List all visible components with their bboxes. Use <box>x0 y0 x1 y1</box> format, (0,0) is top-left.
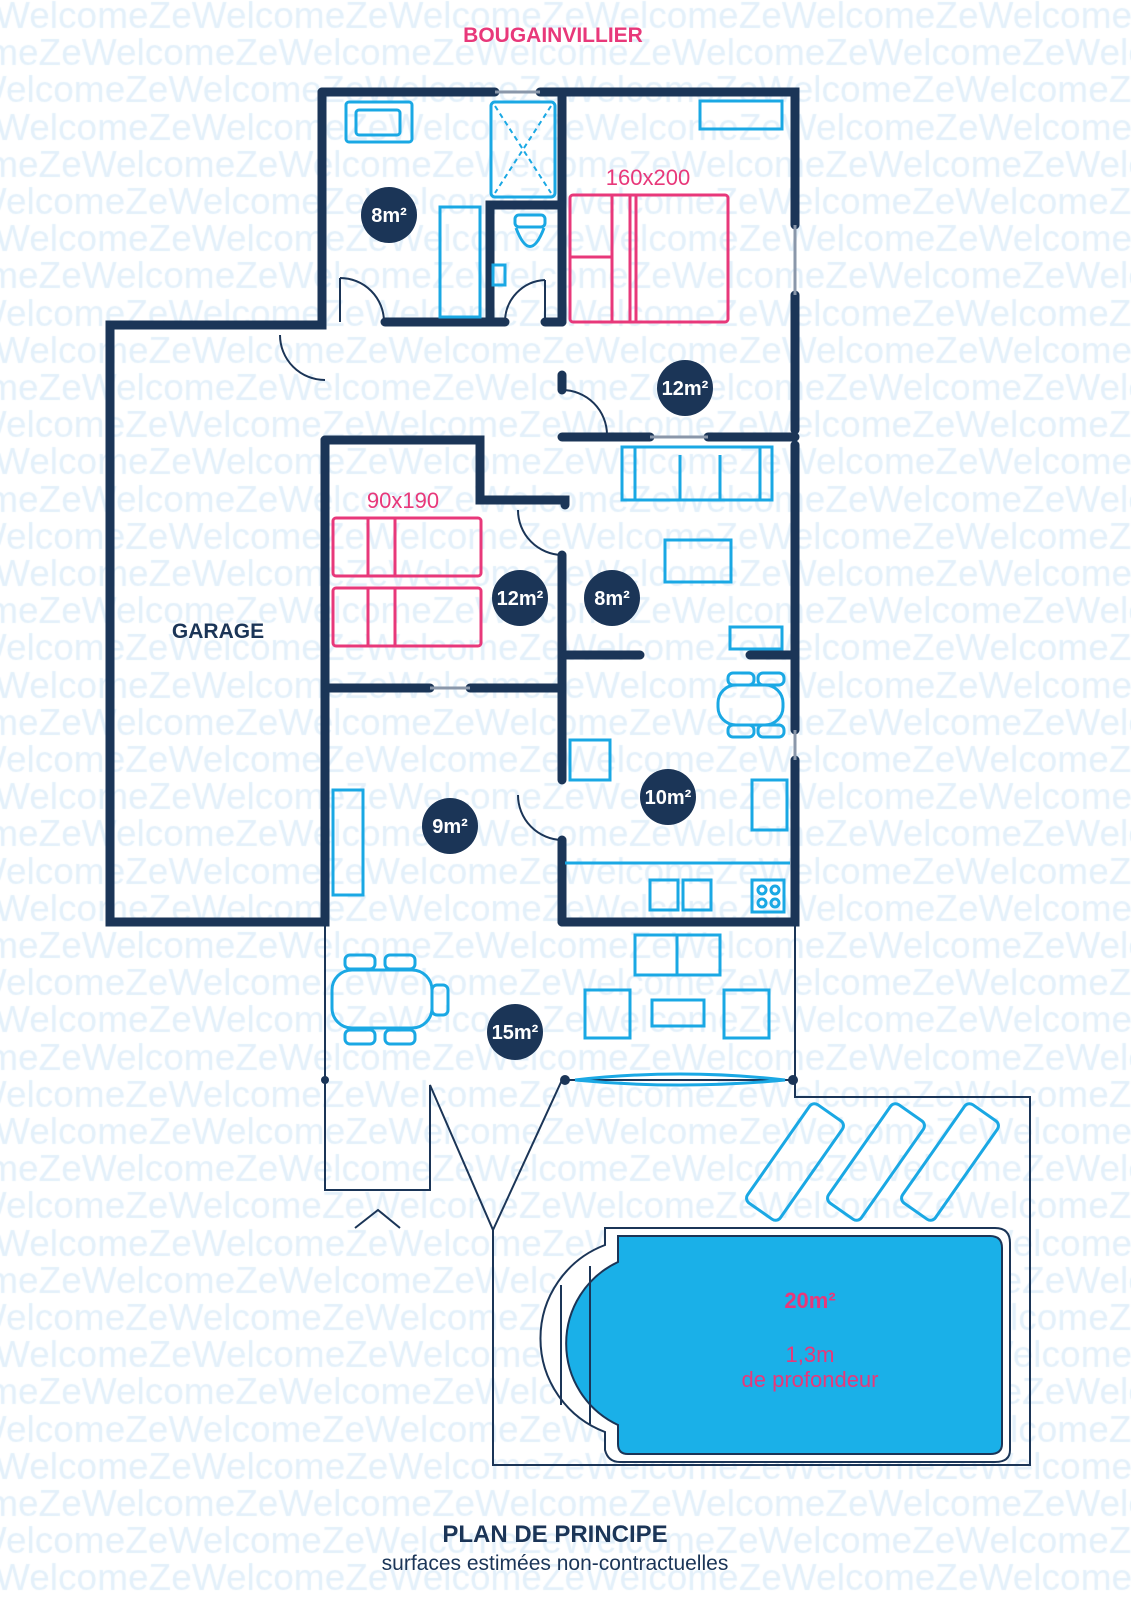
svg-text:15m²: 15m² <box>492 1022 539 1044</box>
badge-living: 8m² <box>584 570 640 626</box>
badge-bathroom: 8m² <box>361 187 417 243</box>
sink-icon <box>344 100 414 144</box>
bed-size-label: 160x200 <box>606 165 690 190</box>
beds: 160x200 90x190 <box>331 165 730 648</box>
pool: 20m² 1,3m de profondeur <box>539 1227 1011 1463</box>
shower-icon <box>489 100 557 199</box>
walls <box>105 87 800 927</box>
single-bed-2 <box>331 586 483 648</box>
svg-text:12m²: 12m² <box>497 588 544 610</box>
plan-subtitle: surfaces estimées non-contractuelles <box>382 1552 729 1575</box>
cooktop-icon <box>750 878 786 914</box>
dining-table <box>716 683 785 727</box>
sun-loungers <box>745 1102 1000 1222</box>
armchair-left <box>583 988 632 1040</box>
kitchen-unit <box>750 778 789 832</box>
badge-terrace: 15m² <box>487 1004 543 1060</box>
svg-text:12m²: 12m² <box>662 378 709 400</box>
plan-title: PLAN DE PRINCIPE <box>442 1521 667 1548</box>
sofa <box>620 445 774 502</box>
svg-text:9m²: 9m² <box>432 816 468 838</box>
fridge <box>568 738 612 782</box>
armchair-right <box>722 988 771 1040</box>
garage-label: GARAGE <box>172 620 264 643</box>
bed-size-label-small: 90x190 <box>367 488 439 513</box>
garden-coffee-table <box>650 998 706 1028</box>
cabinet <box>438 205 482 319</box>
svg-text:8m²: 8m² <box>371 205 407 227</box>
badge-bedroom2: 12m² <box>492 570 548 626</box>
wardrobe <box>698 99 784 131</box>
pool-area: 20m² <box>784 1288 835 1313</box>
garden-table <box>330 968 434 1030</box>
terrace-outline <box>321 922 1031 1466</box>
desk <box>331 788 365 897</box>
kitchen-sink-icon <box>681 878 713 912</box>
badge-kitchen: 10m² <box>640 769 696 825</box>
furniture <box>330 99 1000 1222</box>
bougainvillier-label: BOUGAINVILLIER <box>463 24 643 47</box>
doors <box>279 277 608 841</box>
dishwasher-icon <box>648 878 680 912</box>
toilet-icon <box>513 213 547 229</box>
svg-text:8m²: 8m² <box>594 588 630 610</box>
area-badges: 8m² 12m² 12m² 8m² 9m² 10m² 15m² <box>361 187 713 1060</box>
coffee-table <box>663 538 733 584</box>
pool-depth: 1,3m <box>786 1342 835 1367</box>
badge-bedroom3: 9m² <box>422 798 478 854</box>
entrance-arrow-icon <box>354 1208 401 1229</box>
garden-sofa <box>633 933 722 977</box>
badge-bedroom1: 12m² <box>657 360 713 416</box>
tv-unit <box>728 625 784 651</box>
svg-text:10m²: 10m² <box>645 787 692 809</box>
pool-depth-label: de profondeur <box>742 1367 879 1392</box>
single-bed-1 <box>331 516 483 578</box>
